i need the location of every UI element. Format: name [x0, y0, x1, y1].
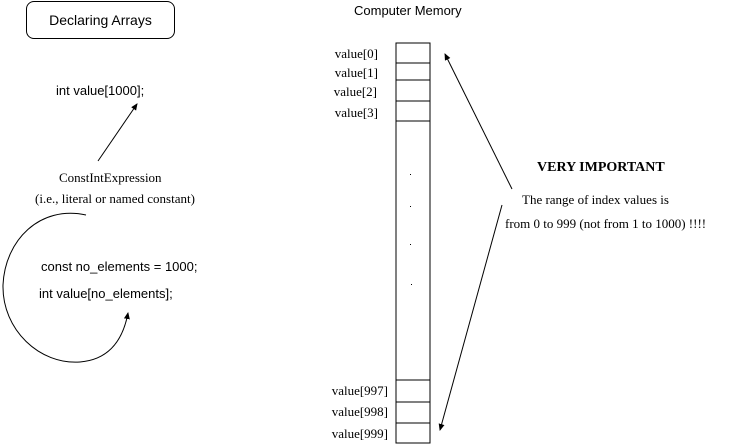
title-box: Declaring Arrays: [26, 1, 175, 39]
callout-arrow-top: [444, 53, 513, 190]
memory-cell-label: value[1]: [334, 65, 378, 80]
callout-line1: The range of index values is: [522, 192, 669, 207]
const-expression-arrow: [97, 103, 138, 162]
memory-heading: Computer Memory: [354, 3, 462, 18]
declaration-named-line2: int value[no_elements];: [39, 286, 173, 301]
memory-ellipsis-dots: [410, 174, 412, 285]
callout-arrow-bottom: [438, 204, 503, 431]
title-text: Declaring Arrays: [49, 12, 152, 28]
memory-cell-label: value[999]: [331, 426, 388, 441]
const-int-expression-heading: ConstIntExpression: [59, 170, 162, 185]
memory-cell-label: value[997]: [331, 383, 388, 398]
callout-line2: from 0 to 999 (not from 1 to 1000) !!!!: [505, 216, 707, 231]
memory-column: [395, 42, 431, 444]
const-int-expression-note: (i.e., literal or named constant): [35, 191, 195, 206]
declaration-named-line1: const no_elements = 1000;: [41, 259, 198, 274]
memory-cell-label: value[998]: [331, 404, 388, 419]
declaration-literal: int value[1000];: [56, 83, 145, 98]
memory-cell-label: value[3]: [334, 105, 378, 120]
memory-cell-label: value[2]: [333, 84, 377, 99]
callout-heading: VERY IMPORTANT: [537, 160, 665, 175]
memory-cell-dividers: [396, 62, 430, 424]
memory-cell-label: value[0]: [334, 46, 378, 61]
circular-arrow: [2, 212, 130, 363]
